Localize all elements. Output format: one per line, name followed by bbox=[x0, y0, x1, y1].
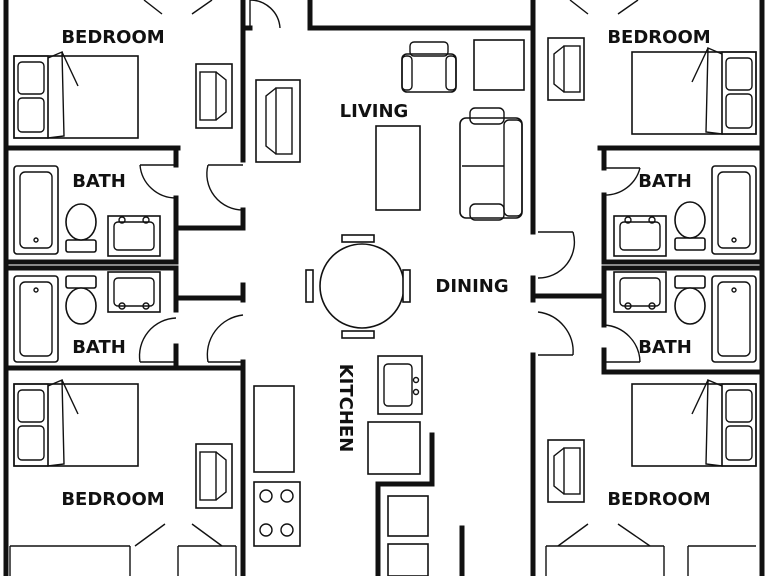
bedroom-top-left-label: BEDROOM bbox=[61, 27, 164, 48]
bed-top-left bbox=[13, 50, 139, 139]
doors bbox=[9, 0, 756, 576]
kitchen-label: KITCHEN bbox=[335, 364, 356, 453]
bed-bottom-right bbox=[631, 378, 757, 467]
kitchen-furniture bbox=[253, 355, 429, 576]
bedroom-bottom-right-label: BEDROOM bbox=[607, 489, 710, 510]
bed-top-right bbox=[631, 46, 757, 135]
bath-fixtures-lower-right bbox=[613, 271, 757, 363]
bedroom-bottom-left-label: BEDROOM bbox=[61, 489, 164, 510]
desk-chair-top-right bbox=[547, 37, 585, 101]
desk-chair-top-left bbox=[195, 63, 233, 129]
bath-upper-left-label: BATH bbox=[72, 171, 126, 192]
bath-fixtures-upper-right bbox=[613, 165, 757, 257]
walls bbox=[3, 0, 765, 576]
desk-chair-bottom-right bbox=[547, 439, 585, 503]
bath-upper-right-label: BATH bbox=[638, 171, 692, 192]
desk-chair-bottom-left bbox=[195, 443, 233, 509]
dining-label: DINING bbox=[435, 276, 508, 297]
bedroom-top-right-label: BEDROOM bbox=[607, 27, 710, 48]
living-label: LIVING bbox=[340, 101, 409, 122]
bath-lower-right-label: BATH bbox=[638, 337, 692, 358]
bath-fixtures-upper-left bbox=[13, 165, 161, 257]
bath-fixtures-lower-left bbox=[13, 271, 161, 363]
dining-furniture bbox=[305, 234, 411, 339]
bed-bottom-left bbox=[13, 378, 139, 467]
bath-lower-left-label: BATH bbox=[72, 337, 126, 358]
living-furniture bbox=[255, 39, 525, 221]
